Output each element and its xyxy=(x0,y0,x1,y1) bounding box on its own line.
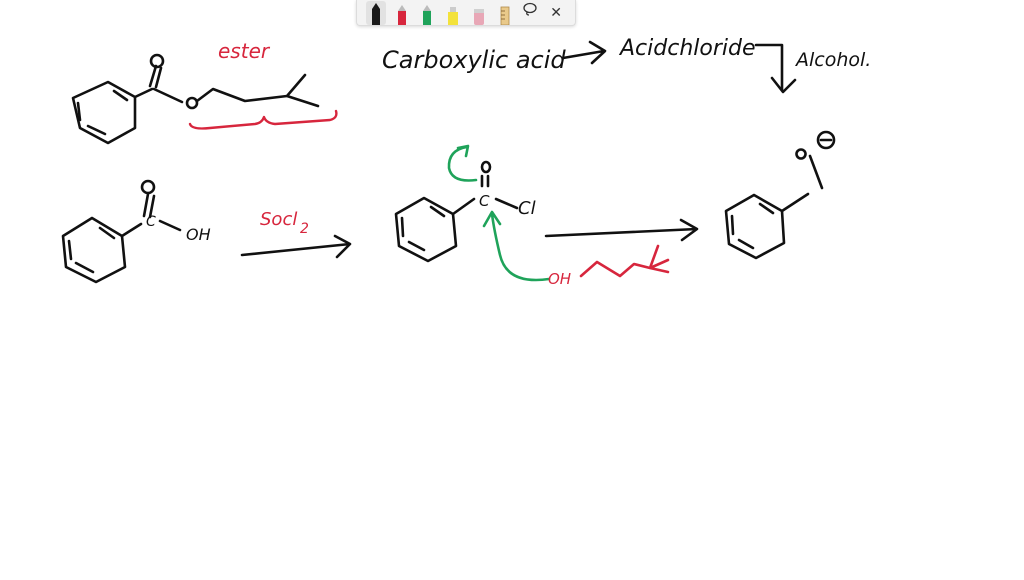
ester-bracket xyxy=(188,109,338,130)
red-pen-icon xyxy=(397,4,406,25)
red-pen-tool[interactable] xyxy=(392,1,412,25)
eraser-icon xyxy=(473,8,484,25)
ruler-tool[interactable] xyxy=(495,1,515,25)
highlighter-tool[interactable] xyxy=(443,1,463,25)
label-c-acid: C xyxy=(146,214,156,230)
alcohol-chain xyxy=(579,244,670,278)
green-pen-tool[interactable] xyxy=(417,1,437,25)
green-curved-arrow-attack xyxy=(482,210,551,282)
green-pen-icon xyxy=(423,4,432,25)
arrow-acid-to-chloride xyxy=(561,40,607,65)
product-structure xyxy=(724,130,836,260)
label-ester: ester xyxy=(218,39,271,63)
label-oh-acid: OH xyxy=(186,225,211,244)
eraser-tool[interactable] xyxy=(469,1,489,25)
label-c-chloride: C xyxy=(479,192,490,210)
black-pen-icon xyxy=(371,2,380,25)
arrow-chloride-to-alcohol xyxy=(754,43,797,94)
label-alcohol: Alcohol. xyxy=(794,49,871,71)
close-icon: ✕ xyxy=(550,4,562,21)
close-button[interactable]: ✕ xyxy=(546,1,566,25)
lasso-icon xyxy=(523,2,538,16)
black-pen-tool[interactable] xyxy=(365,0,386,25)
ester-structure xyxy=(71,53,320,145)
ruler-icon xyxy=(500,6,510,25)
label-cl: Cl xyxy=(518,198,536,219)
label-carboxylic-acid: Carboxylic acid xyxy=(382,46,566,74)
lasso-button[interactable] xyxy=(520,1,540,25)
reaction-arrow-1 xyxy=(240,234,352,259)
benzoic-acid-structure xyxy=(61,179,182,284)
label-socl: Socl xyxy=(260,209,297,230)
label-socl-subscript: 2 xyxy=(300,221,309,237)
drawing-toolbar: ✕ xyxy=(356,0,576,26)
benzoyl-chloride-structure xyxy=(394,160,519,263)
reaction-arrow-2 xyxy=(544,218,699,242)
label-alcohol-oh: OH xyxy=(548,270,571,288)
green-curved-arrow-top xyxy=(447,144,478,182)
highlighter-icon xyxy=(448,6,459,25)
label-acid-chloride: Acidchloride xyxy=(618,36,756,61)
